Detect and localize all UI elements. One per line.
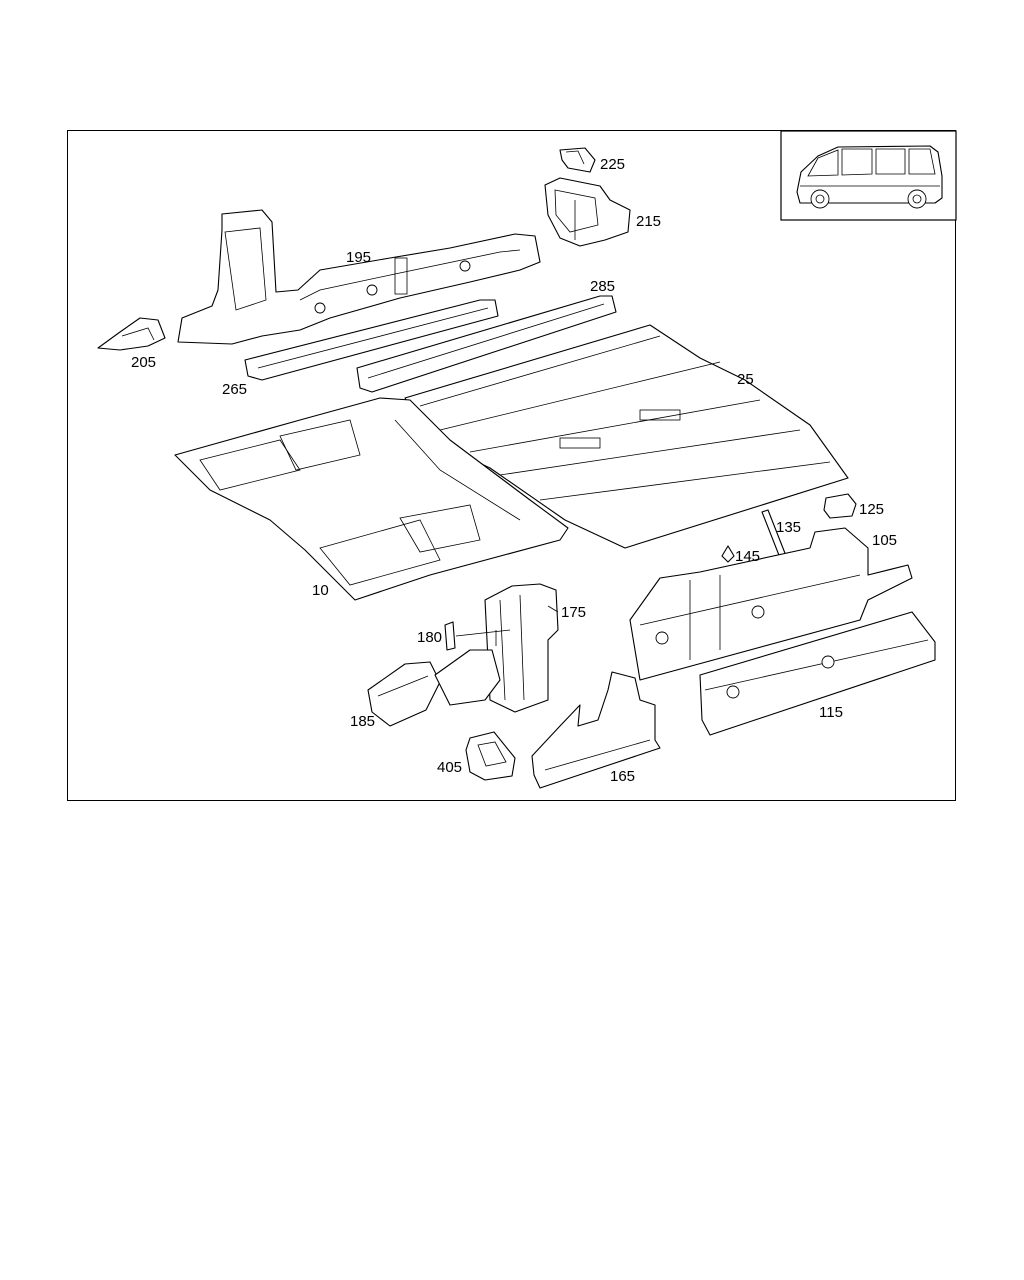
- part-405: [465, 731, 516, 781]
- part-bracket-175-base: [434, 649, 501, 706]
- part-205: [97, 317, 166, 351]
- callout-105: 105: [872, 532, 897, 549]
- callout-185: 185: [350, 713, 375, 730]
- part-195: [177, 209, 541, 345]
- callout-265: 265: [222, 381, 247, 398]
- callout-labels: 225 215 195 285 205 265 25 125 135 145 1…: [131, 156, 897, 785]
- inset-box: [780, 130, 957, 221]
- callout-125: 125: [859, 501, 884, 518]
- callout-165: 165: [610, 768, 635, 785]
- part-10: [174, 397, 569, 601]
- callout-145: 145: [735, 548, 760, 565]
- leader-lines: [455, 605, 559, 646]
- part-185: [367, 661, 441, 727]
- part-285: [356, 295, 617, 393]
- callout-225: 225: [600, 156, 625, 173]
- callout-205: 205: [131, 354, 156, 371]
- van-side-view-icon: [796, 145, 943, 209]
- callout-215: 215: [636, 213, 661, 230]
- callout-180: 180: [417, 629, 442, 646]
- part-125: [823, 493, 857, 519]
- callout-25: 25: [737, 371, 754, 388]
- callout-10: 10: [312, 582, 329, 599]
- part-225: [559, 147, 596, 173]
- part-165: [531, 671, 661, 789]
- part-175: [484, 583, 559, 713]
- callout-135: 135: [776, 519, 801, 536]
- part-180: [444, 621, 456, 651]
- callout-285: 285: [590, 278, 615, 295]
- callout-175: 175: [561, 604, 586, 621]
- part-265: [244, 299, 499, 381]
- callout-195: 195: [346, 249, 371, 266]
- part-115: [699, 611, 936, 736]
- callout-405: 405: [437, 759, 462, 776]
- part-145: [721, 545, 735, 563]
- callout-115: 115: [819, 704, 843, 721]
- part-215: [544, 177, 631, 247]
- part-105: [629, 527, 913, 681]
